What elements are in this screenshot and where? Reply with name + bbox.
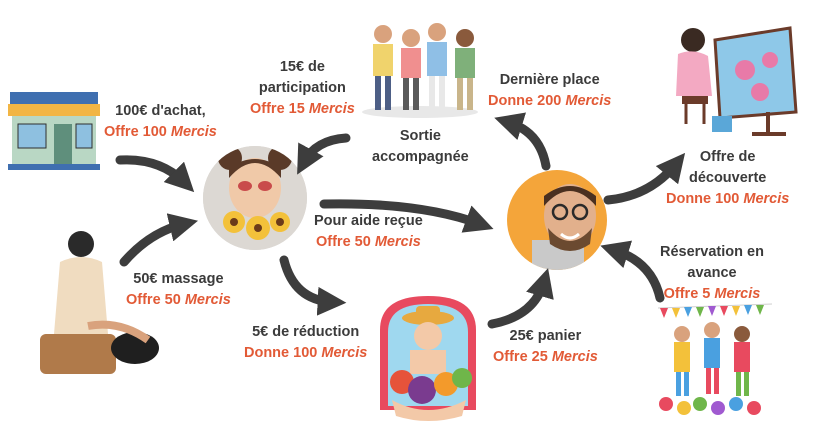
embroidery-icon — [676, 26, 798, 136]
arrow-woman-to-man — [319, 199, 494, 233]
arrow-shop-to-woman — [115, 155, 195, 193]
arrow-man-to-embroidery — [603, 152, 686, 205]
label-derniere-place: Dernière place Donne 200 Mercis — [488, 72, 612, 109]
arrows — [115, 112, 686, 329]
hikers-icon — [362, 23, 478, 118]
arrow-woman-to-farmer — [279, 255, 347, 316]
man-avatar — [507, 170, 607, 270]
party-icon — [657, 303, 773, 415]
massage-icon — [40, 231, 159, 374]
label-panier: 25€ panier Offre 25 Mercis — [493, 328, 598, 365]
arrow-farmer-to-man — [487, 268, 554, 329]
shop-icon — [8, 92, 100, 170]
farmer-icon — [380, 296, 476, 421]
arrow-sortie-to-woman — [297, 133, 351, 175]
arrow-man-to-hikers — [494, 112, 551, 171]
label-reservation: Réservation en avance Offre 5 Mercis — [660, 244, 764, 302]
woman-avatar — [203, 146, 307, 250]
label-decouverte: Offre de découverte Donne 100 Mercis — [666, 149, 790, 207]
label-sortie: Sortie accompagnée — [372, 128, 469, 165]
arrow-massage-to-woman — [119, 213, 199, 267]
arrow-party-to-man — [600, 240, 665, 303]
label-reduction: 5€ de réduction Donne 100 Mercis — [244, 324, 368, 361]
label-participation: 15€ de participation Offre 15 Mercis — [250, 59, 355, 117]
label-massage: 50€ massage Offre 50 Mercis — [126, 271, 231, 308]
label-achat: 100€ d'achat, Offre 100 Mercis — [104, 103, 217, 140]
label-aide-recue: Pour aide reçue Offre 50 Mercis — [314, 213, 423, 250]
